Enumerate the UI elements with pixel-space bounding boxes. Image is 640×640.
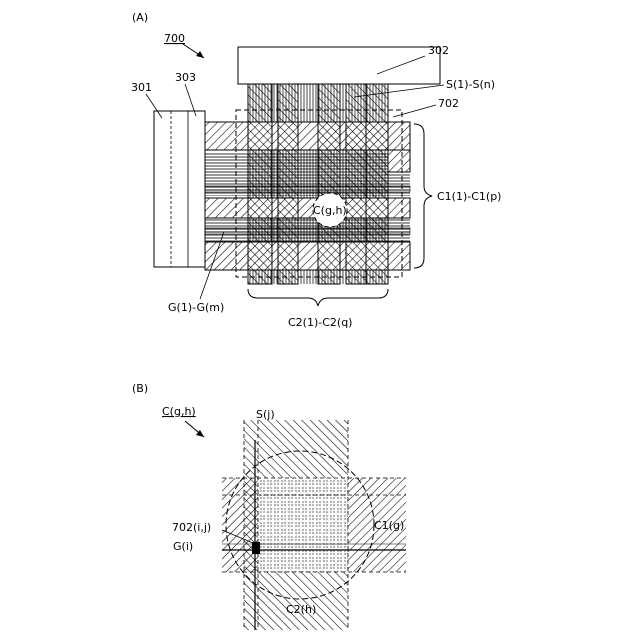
figure-ref-cgh: C(g,h) [162, 405, 196, 418]
pixel-grid [258, 478, 348, 572]
label-second-electrode: C2(h) [286, 603, 316, 616]
label-702: 702 [438, 97, 459, 110]
label-source-lines: S(1)-S(n) [446, 78, 495, 91]
arrow-icon [183, 44, 204, 58]
driver-302 [238, 47, 440, 84]
capacitor-node-label: C(g,h) [313, 204, 347, 217]
label-gate-line: G(i) [173, 540, 193, 553]
driver-301 [154, 111, 205, 267]
brace-c1 [414, 124, 432, 268]
label-pixel: 702(i,j) [172, 521, 211, 534]
label-first-electrode: C1(g) [374, 519, 404, 532]
label-301: 301 [131, 81, 152, 94]
label-second-electrodes: C2(1)-C2(q) [288, 316, 352, 329]
panel-a: (A) 700 [131, 11, 501, 329]
second-electrodes-c2 [248, 84, 388, 284]
label-gate-lines: G(1)-G(m) [168, 301, 224, 314]
label-first-electrodes: C1(1)-C1(p) [437, 190, 501, 203]
arrow-icon-b [185, 421, 204, 437]
label-303: 303 [175, 71, 196, 84]
panel-b: (B) C(g,h) S(j) 702( [132, 382, 406, 630]
label-source-line: S(j) [256, 408, 275, 421]
pixel-702-ij [252, 542, 260, 554]
figure-ref-700: 700 [164, 32, 185, 45]
leader-702 [393, 105, 436, 117]
panel-b-label: (B) [132, 382, 148, 395]
label-302: 302 [428, 44, 449, 57]
panel-a-label: (A) [132, 11, 148, 24]
capacitor-node: C(g,h) [313, 193, 347, 227]
brace-c2 [248, 289, 388, 306]
